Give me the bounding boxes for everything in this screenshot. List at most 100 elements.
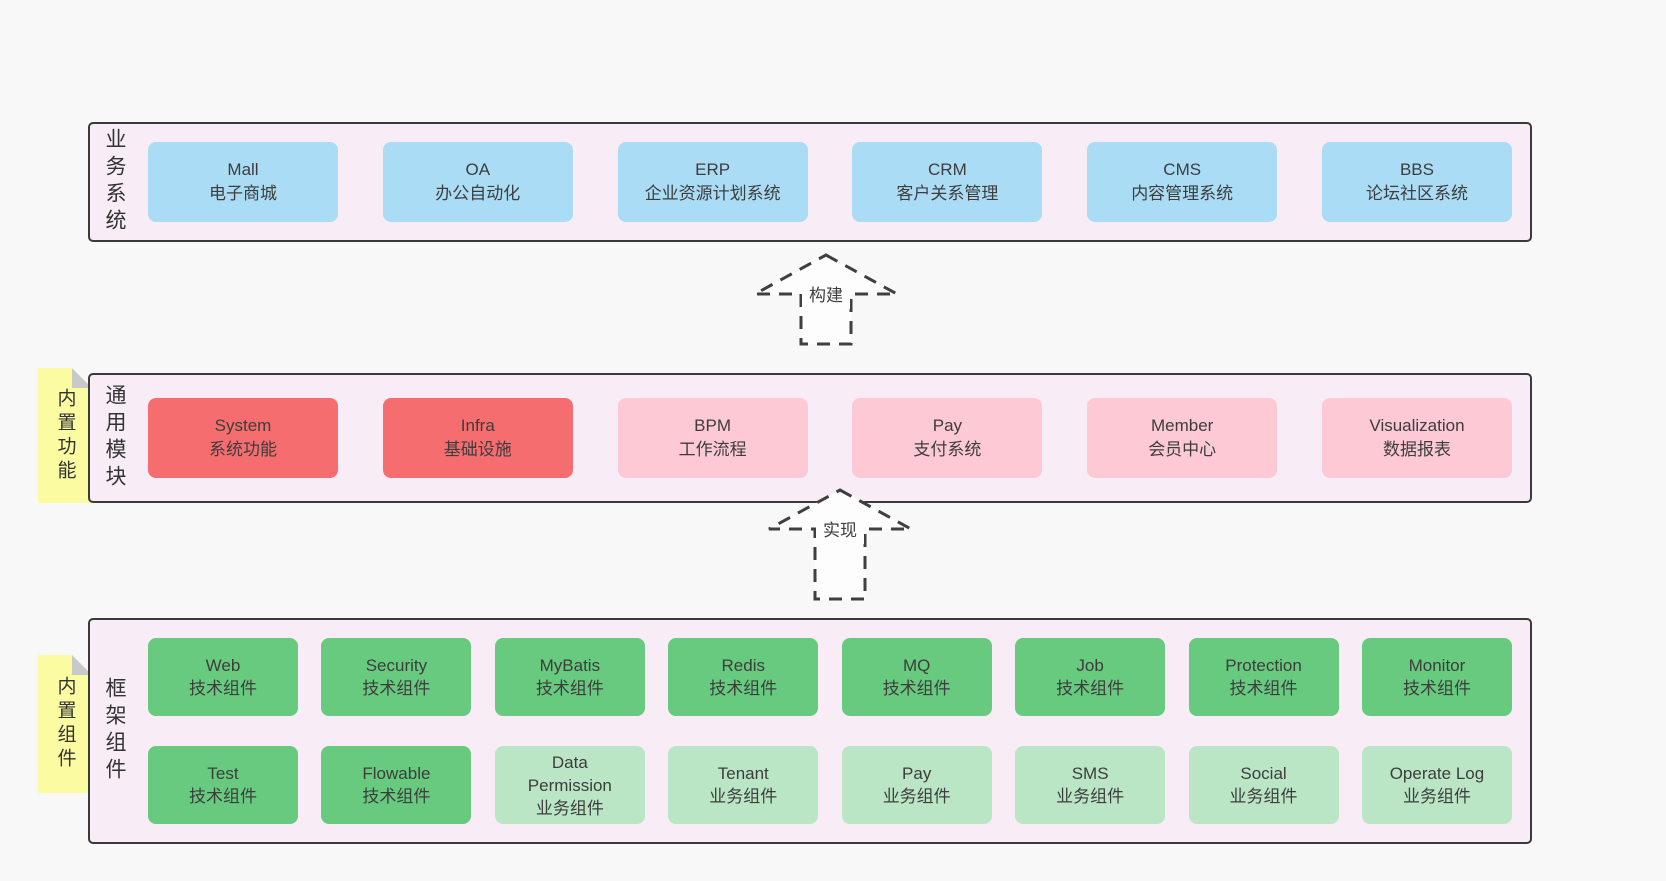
- module-title: Test: [207, 764, 239, 783]
- module-subtitle: 技术组件: [1229, 679, 1298, 698]
- module-title: MQ: [902, 656, 931, 675]
- arrow-up-build-icon: 构建: [754, 253, 898, 346]
- module-title: BPM: [694, 416, 732, 435]
- module-title: CRM: [928, 160, 967, 179]
- module-box: System 系统功能: [148, 398, 338, 478]
- module-box: Protection 技术组件: [1188, 638, 1339, 716]
- module-box: Security 技术组件: [321, 638, 472, 716]
- module-subtitle: 业务组件: [709, 787, 778, 806]
- sticky-note-text: 内置功能: [54, 387, 76, 484]
- module-subtitle: 业务组件: [535, 798, 604, 818]
- module-subtitle: 业务组件: [1402, 787, 1471, 806]
- business-systems-row: Mall 电子商城 OA 办公自动化 ERP 企业资源计划系统 CRM 客户关系…: [148, 142, 1512, 222]
- module-box: Operate Log 业务组件: [1361, 746, 1512, 824]
- module-title: System: [214, 416, 272, 435]
- module-title: Redis: [721, 656, 765, 675]
- section-common-modules: 通用模块 System 系统功能 Infra 基础设施 BPM 工作流程 Pay…: [88, 373, 1532, 503]
- module-subtitle: 业务组件: [1056, 787, 1125, 806]
- arrow-implement-label: 实现: [823, 521, 857, 540]
- module-title: Member: [1151, 416, 1214, 435]
- section-framework-components: 框架组件 Web 技术组件 Security 技术组件 MyBatis 技术组件…: [88, 618, 1532, 844]
- module-title: Tenant: [717, 764, 769, 783]
- section-label-common-modules: 通用模块: [103, 384, 126, 492]
- module-subtitle: 电子商城: [209, 184, 277, 203]
- arrow-build-label: 构建: [809, 286, 843, 305]
- module-title: Security: [365, 656, 428, 675]
- module-subtitle: 技术组件: [709, 679, 778, 698]
- sticky-note-builtin-features: 内置功能: [38, 368, 92, 503]
- module-subtitle: 技术组件: [535, 679, 604, 698]
- module-box: Visualization 数据报表: [1321, 398, 1512, 478]
- module-title: Protection: [1225, 656, 1302, 675]
- sticky-note-text: 内置组件: [54, 676, 76, 772]
- module-subtitle: 技术组件: [189, 679, 257, 698]
- module-title: Visualization: [1369, 416, 1465, 435]
- section-business-systems: 业务系统 Mall 电子商城 OA 办公自动化 ERP 企业资源计划系统 CRM…: [88, 122, 1532, 242]
- module-box: BPM 工作流程: [617, 398, 808, 478]
- module-box: Web 技术组件: [148, 638, 298, 716]
- module-title: Web: [205, 656, 241, 675]
- module-title: Flowable: [362, 764, 431, 783]
- module-box: Job 技术组件: [1015, 638, 1166, 716]
- module-title: OA: [465, 160, 491, 179]
- module-box: CMS 内容管理系统: [1087, 142, 1278, 222]
- module-title: Infra: [460, 416, 495, 435]
- module-box: ERP 企业资源计划系统: [617, 142, 808, 222]
- module-title: Data Permission: [527, 752, 612, 795]
- module-box: Member 会员中心: [1087, 398, 1278, 478]
- module-title: Social: [1240, 764, 1287, 783]
- module-box: Mall 电子商城: [148, 142, 338, 222]
- module-subtitle: 系统功能: [209, 440, 277, 459]
- module-title: SMS: [1071, 764, 1109, 783]
- module-title: ERP: [695, 160, 731, 179]
- module-subtitle: 技术组件: [362, 679, 431, 698]
- module-box: Pay 支付系统: [852, 398, 1043, 478]
- module-subtitle: 业务组件: [882, 787, 951, 806]
- module-box: Test 技术组件: [148, 746, 298, 824]
- module-box: MQ 技术组件: [841, 638, 992, 716]
- module-title: CMS: [1163, 160, 1202, 179]
- module-subtitle: 技术组件: [1056, 679, 1125, 698]
- arrow-up-implement-icon: 实现: [768, 488, 912, 601]
- module-subtitle: 客户关系管理: [896, 184, 999, 203]
- module-subtitle: 数据报表: [1382, 440, 1451, 459]
- module-subtitle: 会员中心: [1148, 440, 1217, 459]
- module-box: Monitor 技术组件: [1361, 638, 1512, 716]
- module-box: MyBatis 技术组件: [494, 638, 645, 716]
- module-box: Flowable 技术组件: [321, 746, 472, 824]
- module-box: Pay 业务组件: [841, 746, 992, 824]
- module-subtitle: 技术组件: [882, 679, 951, 698]
- module-subtitle: 支付系统: [913, 440, 982, 459]
- framework-components-row-1: Web 技术组件 Security 技术组件 MyBatis 技术组件 Redi…: [148, 638, 1512, 716]
- module-subtitle: 企业资源计划系统: [644, 184, 781, 203]
- module-subtitle: 办公自动化: [435, 184, 521, 203]
- module-box: Social 业务组件: [1188, 746, 1339, 824]
- module-title: Pay: [902, 764, 932, 783]
- module-title: Mall: [227, 160, 259, 179]
- section-label-business-systems: 业务系统: [103, 128, 126, 236]
- section-label-framework-components: 框架组件: [103, 677, 126, 785]
- module-title: MyBatis: [539, 656, 601, 675]
- module-box: SMS 业务组件: [1015, 746, 1166, 824]
- module-subtitle: 基础设施: [443, 440, 512, 459]
- framework-components-row-2: Test 技术组件 Flowable 技术组件 Data Permission …: [148, 746, 1512, 824]
- module-box: CRM 客户关系管理: [852, 142, 1043, 222]
- sticky-note-builtin-components: 内置组件: [38, 655, 92, 793]
- module-box: Redis 技术组件: [668, 638, 819, 716]
- module-title: Job: [1076, 656, 1104, 675]
- module-box: Data Permission 业务组件: [494, 746, 645, 824]
- module-subtitle: 技术组件: [362, 787, 431, 806]
- module-subtitle: 技术组件: [189, 787, 257, 806]
- module-box: Tenant 业务组件: [668, 746, 819, 824]
- module-title: BBS: [1399, 160, 1434, 179]
- module-subtitle: 工作流程: [678, 440, 747, 459]
- module-title: Monitor: [1408, 656, 1466, 675]
- module-title: Pay: [932, 416, 963, 435]
- module-subtitle: 业务组件: [1229, 787, 1298, 806]
- module-subtitle: 技术组件: [1402, 679, 1471, 698]
- module-box: BBS 论坛社区系统: [1321, 142, 1512, 222]
- module-box: OA 办公自动化: [382, 142, 573, 222]
- module-title: Operate Log: [1389, 764, 1485, 783]
- common-modules-row: System 系统功能 Infra 基础设施 BPM 工作流程 Pay 支付系统…: [148, 398, 1512, 478]
